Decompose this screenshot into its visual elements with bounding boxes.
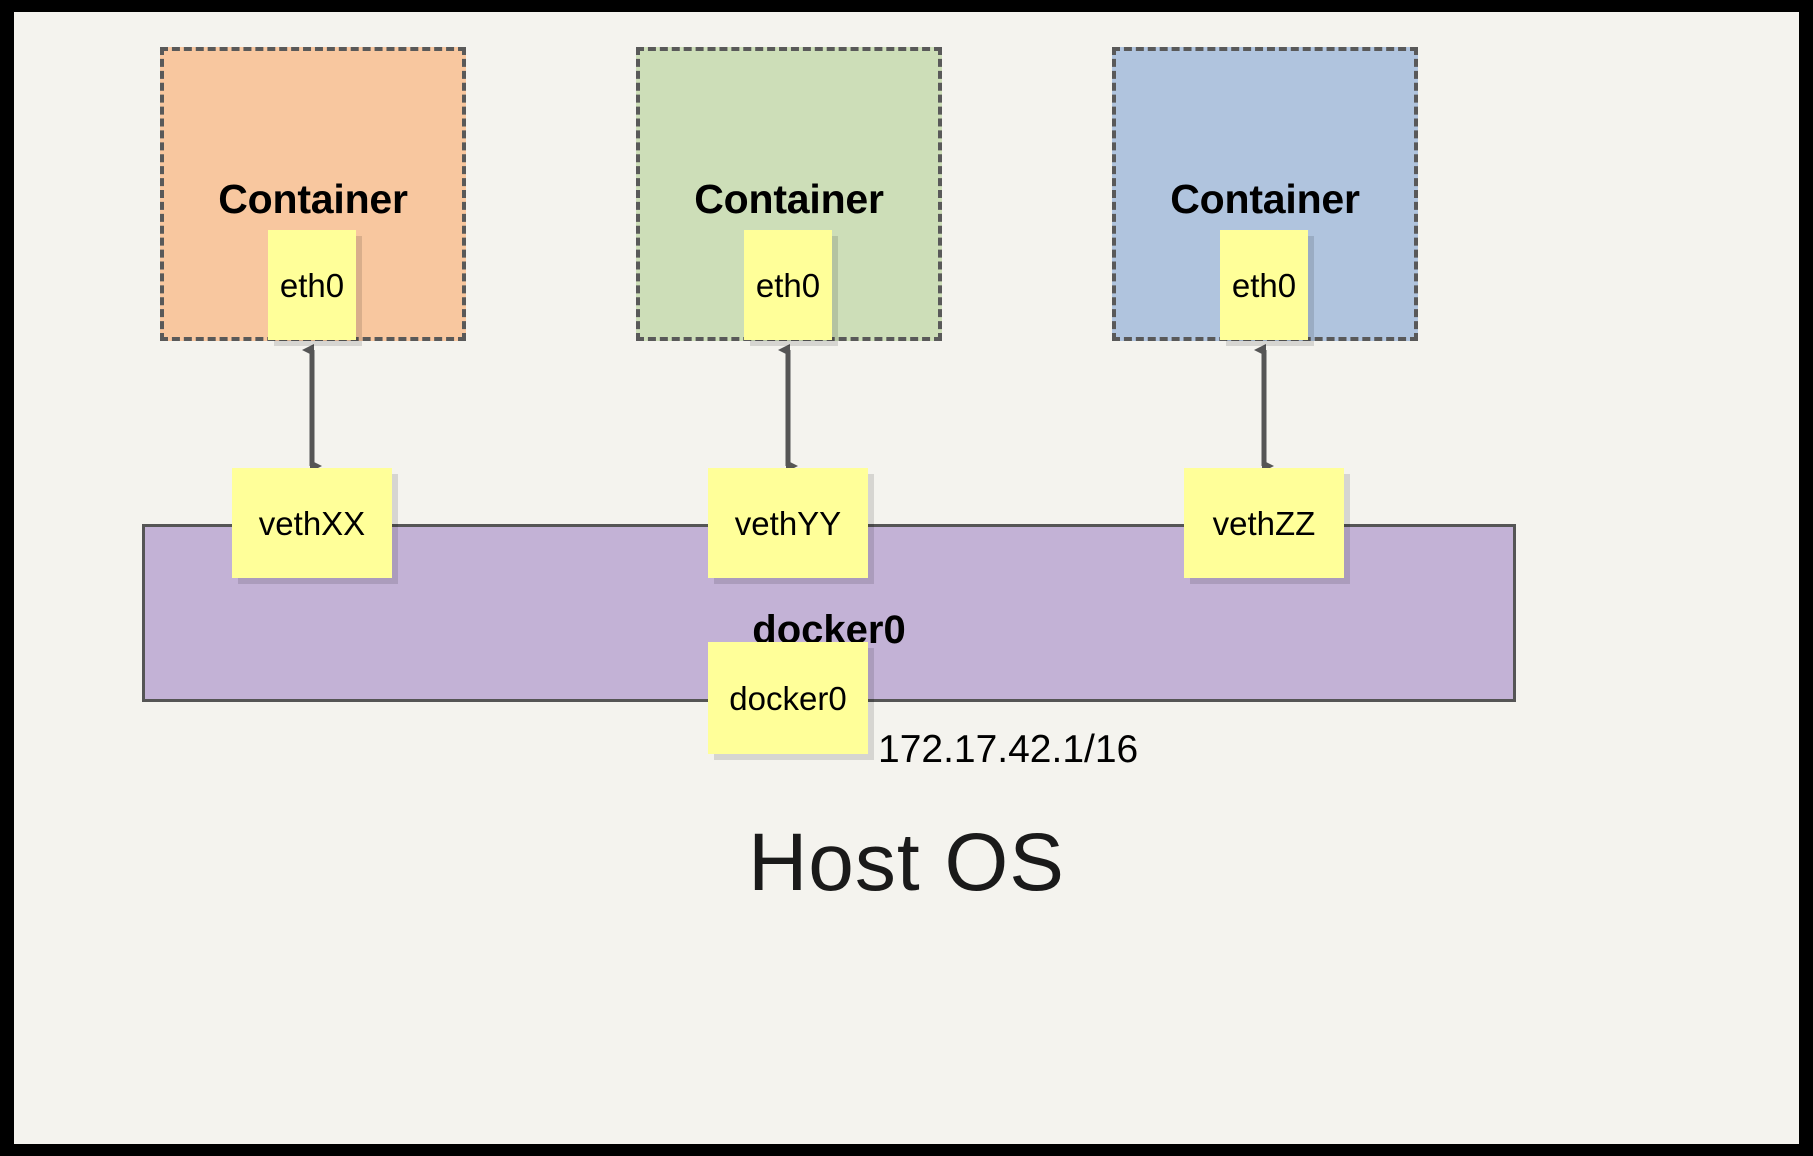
eth0-box-2: eth0 [744,230,832,340]
veth-link-arrow-1 [302,344,322,472]
container-title-1: Container [218,176,408,222]
docker0-node-box: docker0 [708,642,868,754]
eth0-label-3: eth0 [1231,266,1297,304]
eth0-label-1: eth0 [279,266,345,304]
eth0-label-2: eth0 [755,266,821,304]
veth-label-2: vethYY [734,504,842,542]
host-os-surface: Container eth0 Container eth0 Container … [14,12,1799,1144]
veth-box-2: vethYY [708,468,868,578]
docker0-ip-label: 172.17.42.1/16 [878,728,1139,771]
veth-label-1: vethXX [258,504,366,542]
veth-box-1: vethXX [232,468,392,578]
container-title-3: Container [1170,176,1360,222]
veth-box-3: vethZZ [1184,468,1344,578]
container-title-2: Container [694,176,884,222]
veth-link-arrow-3 [1254,344,1274,472]
host-os-label: Host OS [748,817,1065,908]
docker0-node-label: docker0 [729,679,847,717]
eth0-box-3: eth0 [1220,230,1308,340]
veth-label-3: vethZZ [1212,504,1316,542]
eth0-box-1: eth0 [268,230,356,340]
veth-link-arrow-2 [778,344,798,472]
